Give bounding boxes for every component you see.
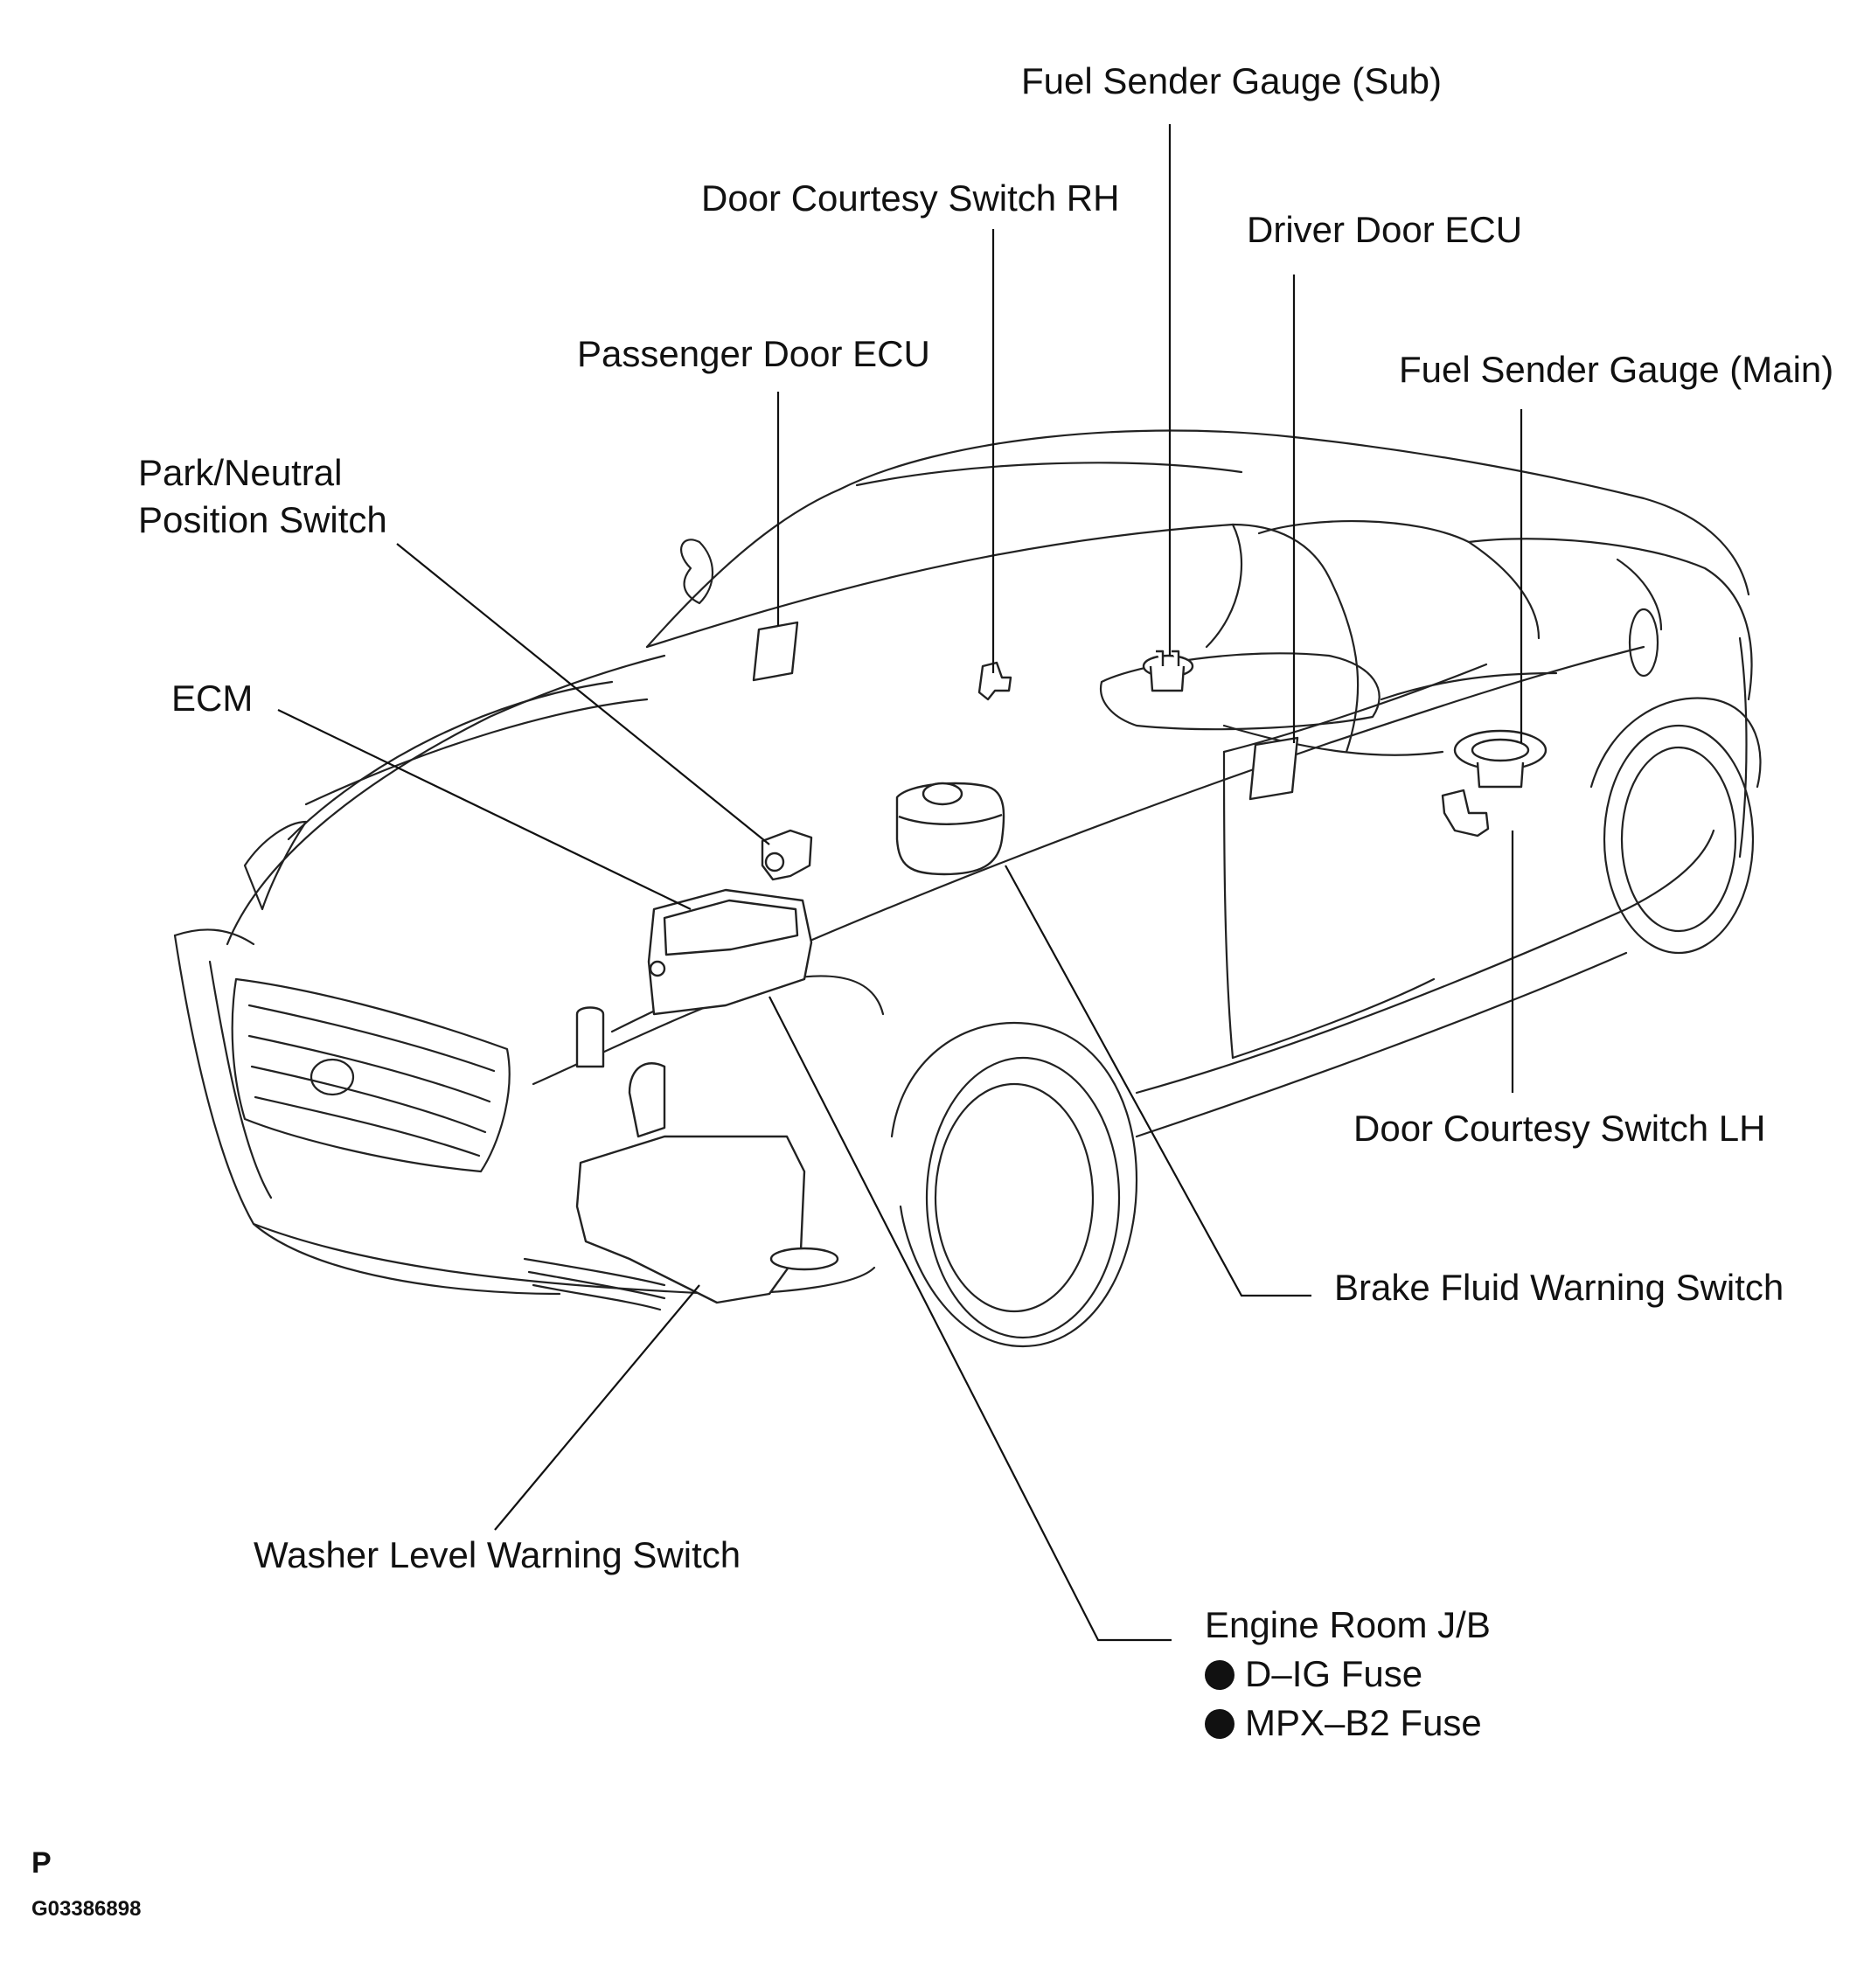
- label-brake-fluid: Brake Fluid Warning Switch: [1334, 1267, 1784, 1308]
- label-driver-door-ecu: Driver Door ECU: [1247, 209, 1523, 250]
- label-passenger-door-ecu: Passenger Door ECU: [577, 333, 930, 374]
- washer-tank-part: [575, 1135, 806, 1304]
- driver-door-ecu-part: [1248, 736, 1299, 801]
- leader-washer-level: [494, 1284, 700, 1531]
- label-door-courtesy-lh: Door Courtesy Switch LH: [1353, 1108, 1766, 1149]
- label-park-neutral-line1: Park/Neutral: [138, 452, 343, 493]
- leader-ecm: [277, 709, 692, 910]
- leader-park-neutral: [396, 543, 770, 845]
- car-outline: [173, 429, 1762, 1348]
- door-courtesy-switch-rh-part: [977, 661, 1012, 701]
- leader-lines: [277, 124, 1523, 1642]
- fuse-item-mpx: MPX–B2 Fuse: [1205, 1700, 1482, 1747]
- brake-fluid-reservoir-part: [895, 782, 1005, 876]
- label-washer-level: Washer Level Warning Switch: [254, 1534, 741, 1575]
- label-fuel-sender-sub: Fuel Sender Gauge (Sub): [1021, 60, 1442, 101]
- bullet-icon: [1205, 1660, 1235, 1690]
- label-fuel-sender-main: Fuel Sender Gauge (Main): [1399, 349, 1834, 390]
- leader-engine-room-jb: [769, 996, 1172, 1642]
- label-ecm: ECM: [171, 678, 254, 719]
- components: [575, 621, 1548, 1304]
- fuse-label-mpx: MPX–B2 Fuse: [1245, 1702, 1482, 1743]
- bullet-icon: [1205, 1709, 1235, 1739]
- label-engine-room-jb: Engine Room J/B: [1205, 1604, 1491, 1645]
- door-courtesy-switch-lh-part: [1441, 789, 1490, 838]
- fuse-item-dig: D–IG Fuse: [1205, 1651, 1422, 1698]
- fuse-label-dig: D–IG Fuse: [1245, 1653, 1423, 1694]
- leader-brake-fluid: [1005, 865, 1311, 1297]
- label-door-courtesy-rh: Door Courtesy Switch RH: [701, 177, 1120, 219]
- passenger-door-ecu-part: [752, 621, 799, 682]
- figure-id: G03386898: [31, 1897, 142, 1921]
- label-park-neutral-line2: Position Switch: [138, 499, 387, 540]
- page-code: P: [31, 1846, 52, 1880]
